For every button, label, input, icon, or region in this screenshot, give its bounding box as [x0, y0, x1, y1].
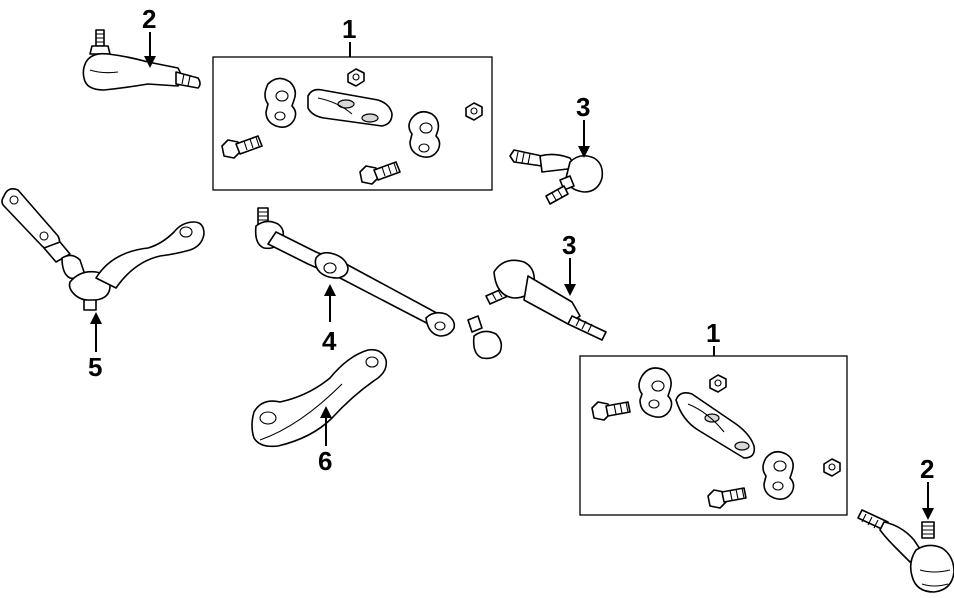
clamp-left-top: [264, 77, 297, 128]
arrow-3-top: [578, 146, 590, 158]
adjuster-sleeve-top: [307, 88, 393, 127]
arrow-3-middle: [564, 284, 576, 296]
bolt-bottom-1: [591, 401, 631, 421]
arrow-2-bottom: [922, 508, 934, 520]
nut-bottom-1: [709, 374, 727, 393]
inner-tie-rod-end-middle: [485, 259, 607, 341]
callout-3-middle: 3: [562, 230, 576, 260]
nut-bottom-2: [823, 458, 841, 477]
inner-tie-rod-end-top: [509, 149, 604, 205]
clamp-right-bottom: [762, 450, 795, 500]
callout-5: 5: [88, 352, 102, 382]
callout-1-top: 1: [342, 14, 356, 44]
bolt-bottom-2: [707, 487, 747, 509]
clamp-right-top: [408, 110, 441, 158]
adjuster-sleeve-bottom: [675, 392, 756, 459]
center-link: [254, 207, 503, 360]
arrow-4: [324, 284, 336, 296]
nut-top-1: [347, 68, 365, 87]
callout-2-top: 2: [142, 4, 156, 34]
bolt-top-2: [359, 161, 401, 185]
clamp-left-bottom: [638, 367, 673, 418]
idler-arm: [251, 348, 388, 448]
outer-tie-rod-end-top: [82, 29, 201, 91]
bolt-top-1: [221, 135, 263, 159]
adjuster-kit-top: [212, 56, 493, 191]
nut-top-2: [465, 102, 483, 121]
callout-4: 4: [322, 326, 337, 356]
callout-6: 6: [318, 446, 332, 476]
callout-2-bottom: 2: [920, 454, 934, 484]
pitman-arm: [1, 188, 205, 311]
kit-box-top: [212, 56, 493, 191]
arrow-6: [320, 406, 332, 418]
arrow-2-top: [144, 56, 156, 68]
callout-3-top: 3: [576, 92, 590, 122]
outer-tie-rod-end-bottom: [857, 509, 954, 593]
adjuster-kit-bottom: [579, 355, 848, 516]
arrow-5: [90, 312, 102, 324]
callout-1-bottom: 1: [706, 318, 720, 348]
